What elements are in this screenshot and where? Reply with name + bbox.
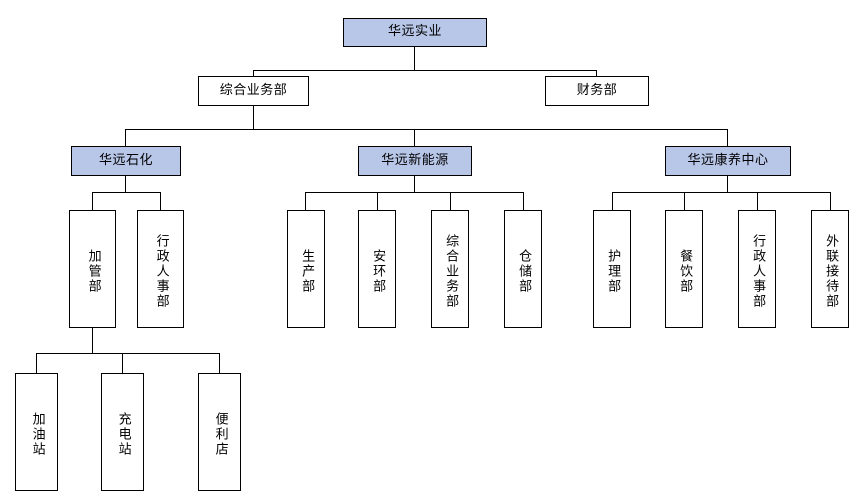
connector-to-ne-general-affairs xyxy=(450,192,451,210)
node-hc-admin-hr-label: 行政人事部 xyxy=(750,233,766,309)
node-ne-production[interactable]: 生产部 xyxy=(287,210,325,328)
connector-row1-bus xyxy=(253,70,597,71)
node-hc-liaison[interactable]: 外联接待部 xyxy=(811,210,849,328)
node-hc-catering-label: 餐饮部 xyxy=(677,248,693,294)
node-general-affairs[interactable]: 综合业务部 xyxy=(198,76,309,106)
connector-to-gas-station xyxy=(36,353,37,373)
node-root[interactable]: 华远实业 xyxy=(343,18,487,47)
node-hc-nursing[interactable]: 护理部 xyxy=(593,210,631,328)
connector-fuel-mgmt-down xyxy=(92,327,93,353)
connector-to-warehouse xyxy=(523,192,524,210)
connector-to-petrochem xyxy=(125,129,126,146)
connector-row2-bus xyxy=(125,129,728,130)
connector-bottom-bus xyxy=(36,353,219,354)
connector-to-safety-env xyxy=(377,192,378,210)
node-health-center[interactable]: 华远康养中心 xyxy=(665,146,791,176)
node-new-energy[interactable]: 华远新能源 xyxy=(358,146,472,176)
node-ne-warehouse[interactable]: 仓储部 xyxy=(504,210,542,328)
connector-to-nursing xyxy=(612,192,613,210)
node-ne-safety-env-label: 安环部 xyxy=(370,248,386,294)
connector-to-liaison xyxy=(830,192,831,210)
connector-health-center-bus xyxy=(612,192,830,193)
connector-general-affairs-down xyxy=(253,105,254,129)
node-ne-production-label: 生产部 xyxy=(299,248,315,294)
node-ne-safety-env[interactable]: 安环部 xyxy=(358,210,396,328)
node-hc-admin-hr[interactable]: 行政人事部 xyxy=(738,210,776,328)
node-pc-admin-hr-label: 行政人事部 xyxy=(153,233,169,309)
node-finance[interactable]: 财务部 xyxy=(545,76,649,106)
connector-to-fuel-mgmt xyxy=(92,192,93,210)
connector-to-charging-station xyxy=(122,353,123,373)
node-ne-general-affairs[interactable]: 综合业务部 xyxy=(431,210,469,328)
node-pc-fuel-mgmt-label: 加管部 xyxy=(85,248,101,294)
node-petrochem-label: 华远石化 xyxy=(98,152,153,168)
node-convenience-store-label: 便利店 xyxy=(212,411,228,457)
node-finance-label: 财务部 xyxy=(576,82,618,98)
node-convenience-store[interactable]: 便利店 xyxy=(198,373,241,491)
connector-to-production xyxy=(305,192,306,210)
connector-health-center-down xyxy=(727,175,728,192)
node-root-label: 华远实业 xyxy=(387,24,442,40)
node-health-center-label: 华远康养中心 xyxy=(687,152,769,168)
connector-to-health-center xyxy=(727,129,728,146)
node-gas-station-label: 加油站 xyxy=(29,411,45,457)
connector-to-general-affairs xyxy=(253,70,254,76)
node-charging-station-label: 充电站 xyxy=(115,411,131,457)
node-hc-liaison-label: 外联接待部 xyxy=(823,233,839,309)
connector-new-energy-down xyxy=(414,175,415,192)
node-new-energy-label: 华远新能源 xyxy=(381,152,449,168)
node-charging-station[interactable]: 充电站 xyxy=(101,373,144,491)
connector-to-finance xyxy=(596,70,597,76)
connector-new-energy-bus xyxy=(305,192,523,193)
connector-petrochem-bus xyxy=(92,192,160,193)
node-petrochem[interactable]: 华远石化 xyxy=(71,146,181,176)
node-hc-nursing-label: 护理部 xyxy=(605,248,621,294)
connector-to-pc-admin-hr xyxy=(160,192,161,210)
node-gas-station[interactable]: 加油站 xyxy=(15,373,58,491)
connector-to-catering xyxy=(684,192,685,210)
connector-to-hc-admin-hr xyxy=(757,192,758,210)
node-hc-catering[interactable]: 餐饮部 xyxy=(665,210,703,328)
node-ne-warehouse-label: 仓储部 xyxy=(516,248,532,294)
node-pc-admin-hr[interactable]: 行政人事部 xyxy=(137,210,184,328)
connector-root-down xyxy=(414,46,415,70)
connector-to-convenience-store xyxy=(219,353,220,373)
node-general-affairs-label: 综合业务部 xyxy=(219,82,288,98)
connector-petrochem-down xyxy=(125,175,126,192)
connector-to-new-energy xyxy=(414,129,415,146)
node-pc-fuel-mgmt[interactable]: 加管部 xyxy=(69,210,116,328)
node-ne-general-affairs-label: 综合业务部 xyxy=(443,233,459,309)
